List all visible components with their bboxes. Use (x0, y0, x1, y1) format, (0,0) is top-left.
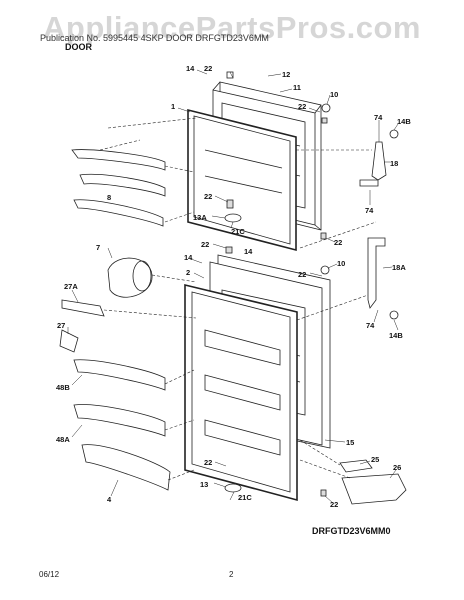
publication-header: Publication No. 5995445 4SKP DOOR DRFGTD… (40, 33, 269, 43)
callout-21C: 21C (238, 493, 252, 502)
callout-13A: 13A (193, 213, 207, 222)
door-shelf-48B (73, 359, 166, 391)
callout-2: 2 (186, 268, 190, 277)
dairy-door-27 (59, 329, 79, 353)
callout-26: 26 (393, 463, 401, 472)
callout-4: 4 (107, 495, 112, 504)
callout-7: 7 (96, 243, 100, 252)
watermark: AppliancePartsPros.com (43, 10, 421, 45)
footer-page-number: 2 (229, 570, 234, 579)
fresh-food-hinge-18A (367, 237, 386, 309)
callout-74: 74 (374, 113, 383, 122)
callout-27: 27 (57, 321, 65, 330)
callout-8: 8 (107, 193, 111, 202)
figure-code: DRFGTD23V6MM0 (312, 526, 391, 536)
callout-22: 22 (330, 500, 338, 509)
callout-14: 14 (186, 64, 195, 73)
butter-tray-26 (341, 473, 407, 505)
fresh-food-door-gasket (184, 283, 298, 502)
callout-13: 13 (200, 480, 208, 489)
callout-1: 1 (171, 102, 175, 111)
callout-18: 18 (390, 159, 398, 168)
freezer-hinge-18 (359, 141, 387, 187)
callout-48A: 48A (56, 435, 70, 444)
section-title: DOOR (65, 42, 92, 52)
door-shelf-48A (73, 404, 166, 437)
callout-12: 12 (282, 70, 290, 79)
callout-10: 10 (330, 90, 338, 99)
door-shelf-4 (81, 444, 171, 491)
callout-11: 11 (293, 83, 301, 92)
freezer-shelf-8 (71, 149, 166, 227)
assembly-lines (99, 117, 377, 481)
callout-48B: 48B (56, 383, 70, 392)
callout-14: 14 (184, 253, 193, 262)
callout-15: 15 (346, 438, 354, 447)
callout-74: 74 (365, 206, 374, 215)
callout-22: 22 (201, 240, 209, 249)
callout-25: 25 (371, 455, 379, 464)
dairy-handle-27A (61, 299, 105, 317)
callout-22: 22 (298, 270, 306, 279)
callout-27A: 27A (64, 282, 78, 291)
callout-21C: 21C (231, 227, 245, 236)
callout-14B: 14B (397, 117, 411, 126)
leader-lines (67, 69, 399, 504)
callout-22: 22 (204, 64, 212, 73)
egg-bin-7 (107, 257, 153, 298)
callout-22: 22 (204, 458, 212, 467)
callout-18A: 18A (392, 263, 406, 272)
footer-date: 06/12 (39, 570, 60, 579)
callout-10: 10 (337, 259, 345, 268)
callout-14B: 14B (389, 331, 403, 340)
callout-22: 22 (204, 192, 212, 201)
callout-14: 14 (244, 247, 253, 256)
freezer-door-gasket (187, 108, 297, 252)
callout-22: 22 (334, 238, 342, 247)
callout-74: 74 (366, 321, 375, 330)
callout-22: 22 (298, 102, 306, 111)
